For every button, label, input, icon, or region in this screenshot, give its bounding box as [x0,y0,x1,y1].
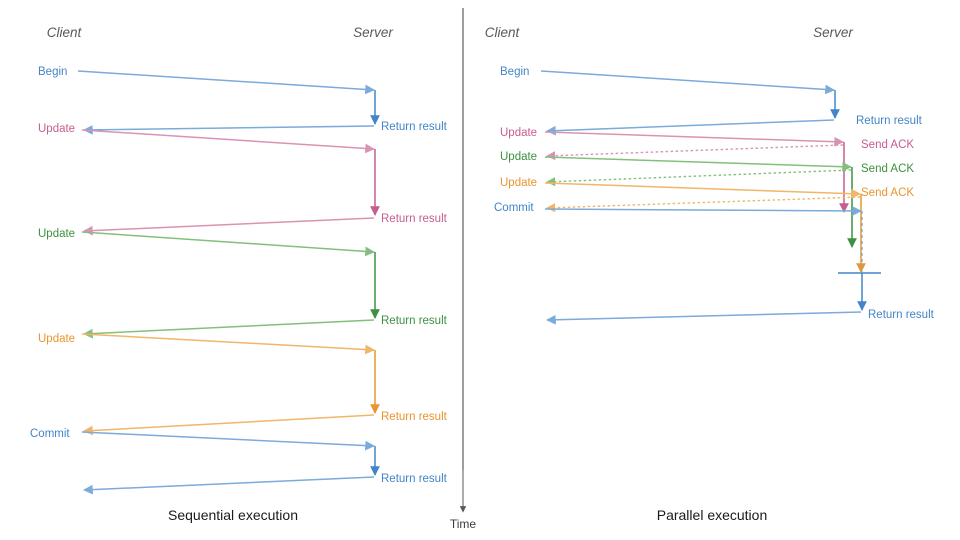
server-message-label-0: Return result [381,121,448,133]
server-message-label-2: Return result [381,315,448,327]
response-arrow-commit [546,311,862,325]
actor-label-server: Server [813,25,853,40]
response-arrow-update-1 [83,217,375,236]
actor-label-server: Server [353,25,393,40]
ack-arrow-update-1 [546,144,844,161]
server-message-label-3: Return result [381,411,448,423]
actor-label-client: Client [47,25,83,40]
request-arrow-update-2 [544,156,852,172]
ack-arrow-update-3 [546,196,861,213]
request-arrow-begin [540,70,835,95]
server-message-label-2: Send ACK [861,163,914,175]
client-message-label-2: Update [500,151,537,163]
flow-update-2 [81,231,380,339]
client-message-label-0: Begin [500,66,529,78]
flow-update-3 [544,182,866,273]
request-arrow-update-1 [81,129,375,154]
request-arrow-commit [544,206,862,216]
server-message-label-3: Send ACK [861,187,914,199]
server-message-label-1: Return result [381,213,448,225]
ack-arrow-update-2 [546,169,852,187]
request-arrow-update-3 [81,333,375,355]
server-message-label-1: Send ACK [861,139,914,151]
flow-update-2 [544,156,857,248]
response-arrow-update-3 [83,414,375,436]
request-arrow-update-3 [544,182,861,199]
flow-begin [77,70,380,135]
request-arrow-commit [81,431,375,451]
flow-commit [544,206,881,325]
request-arrow-update-1 [544,131,844,147]
client-message-label-3: Update [38,333,75,345]
client-message-label-3: Update [500,177,537,189]
client-message-label-2: Update [38,228,75,240]
client-message-label-4: Commit [30,428,70,440]
response-arrow-begin [546,119,835,136]
flow-update-1 [544,131,849,213]
time-axis-label: Time [450,517,477,531]
response-arrow-commit [83,476,375,495]
server-message-label-0: Return result [856,115,923,127]
flow-begin [540,70,840,136]
request-arrow-update-2 [81,231,375,257]
response-arrow-begin [83,125,375,135]
flow-update-3 [81,333,380,436]
request-arrow-begin [77,70,375,95]
server-message-label-4: Return result [381,473,448,485]
client-message-label-4: Commit [494,202,534,214]
actor-label-client: Client [485,25,521,40]
flow-update-1 [81,129,380,236]
client-message-label-0: Begin [38,66,67,78]
panel-caption-sequential: Sequential execution [168,507,298,523]
panel-caption-parallel: Parallel execution [657,507,768,523]
flow-commit [81,431,380,495]
response-arrow-update-2 [83,319,375,339]
server-message-label-4: Return result [868,309,935,321]
client-message-label-1: Update [500,127,537,139]
client-message-label-1: Update [38,123,75,135]
